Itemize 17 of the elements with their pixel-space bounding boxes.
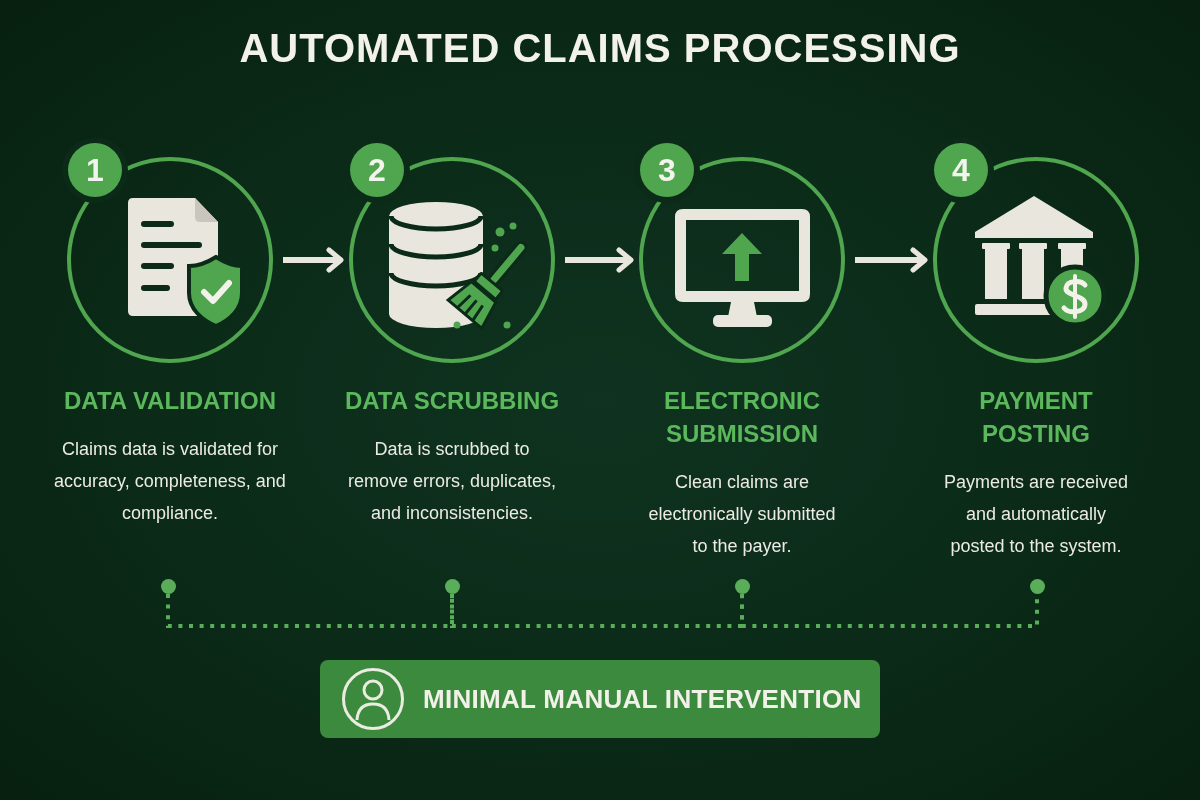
step-description: Payments are received and automatically posted to the system. bbox=[942, 471, 1130, 558]
step-description: Data is scrubbed to remove errors, duplicates, and inconsistencies. bbox=[346, 438, 558, 525]
step-heading: DATA VALIDATION bbox=[63, 386, 277, 416]
step-description: Clean claims are electronically submitted to the payer. bbox=[647, 471, 837, 558]
arrow bbox=[565, 247, 634, 273]
step-description: Claims data is validated for accuracy, completeness, and compliance. bbox=[53, 438, 287, 525]
arrow bbox=[283, 247, 344, 273]
diagram-title: AUTOMATED CLAIMS PROCESSING bbox=[238, 25, 962, 72]
step-heading: ELECTRONIC SUBMISSION bbox=[663, 386, 821, 449]
step-heading: PAYMENT POSTING bbox=[978, 386, 1094, 449]
dotted-connector bbox=[166, 594, 454, 628]
step-heading: DATA SCRUBBING bbox=[343, 386, 561, 416]
arrow bbox=[855, 247, 928, 273]
banner-title: MINIMAL MANUAL INTERVENTION bbox=[423, 682, 862, 716]
highlight-banner bbox=[320, 660, 880, 738]
dotted-connector bbox=[740, 594, 1039, 628]
dotted-connector bbox=[450, 594, 744, 628]
